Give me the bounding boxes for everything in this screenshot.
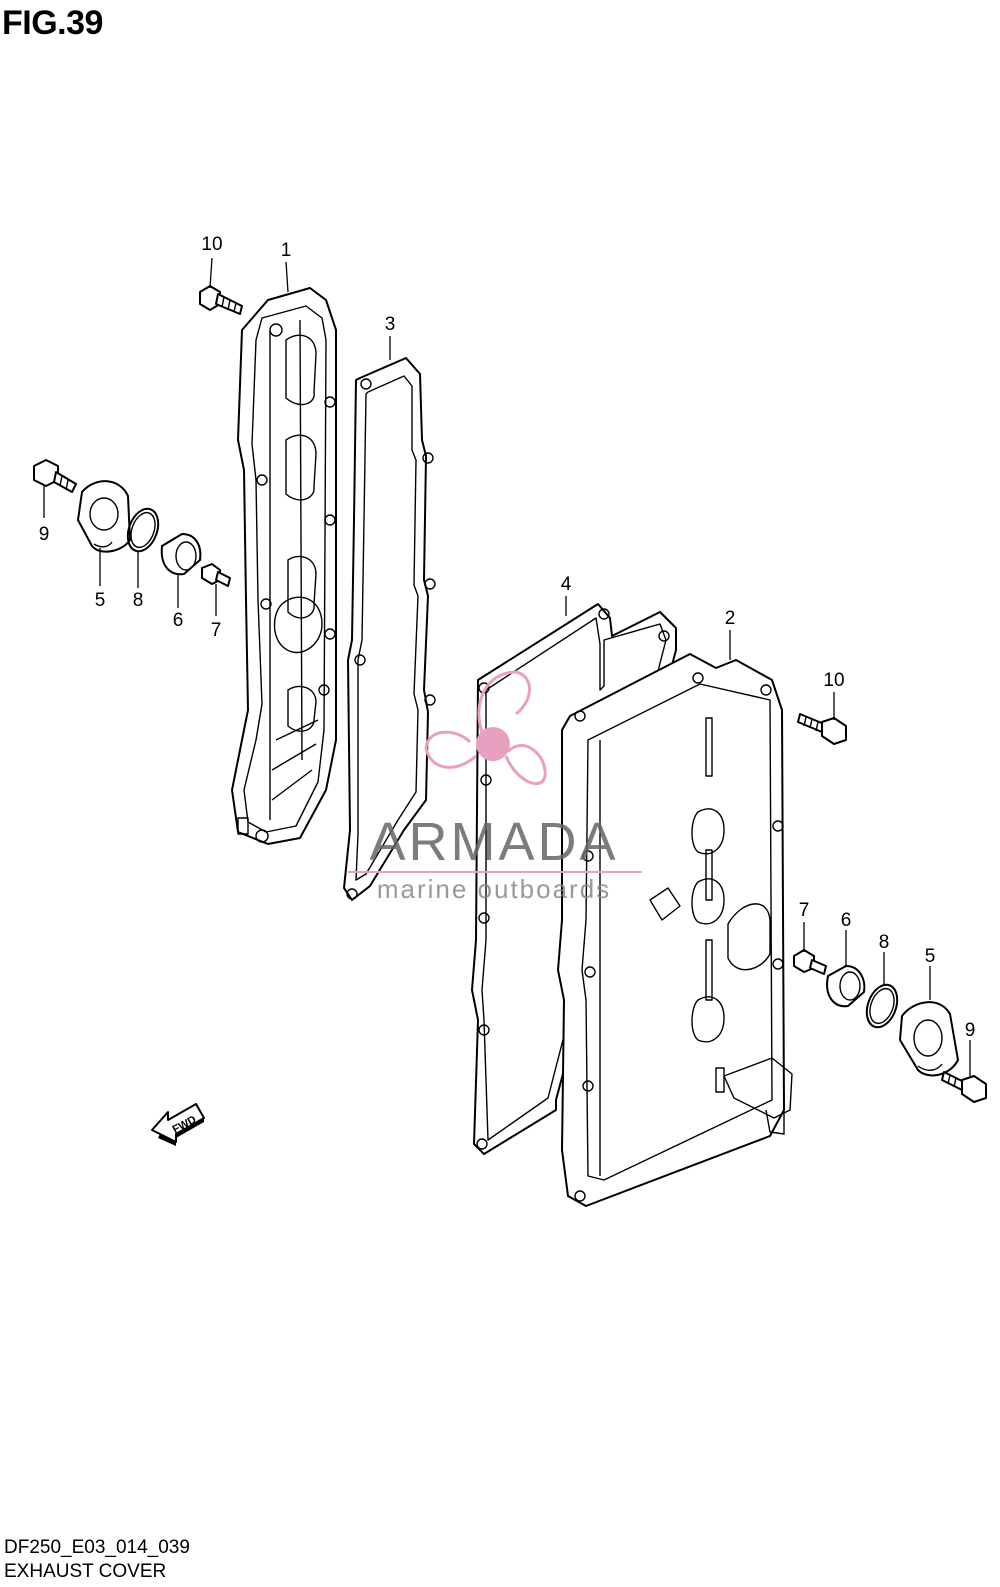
callout-2: 2 [725,608,736,629]
callout-10-left: 10 [201,234,222,255]
watermark: ARMADA marine outboards [348,670,642,904]
callout-5-right: 5 [925,946,936,967]
watermark-brand: ARMADA [369,812,618,872]
callout-7-right: 7 [799,900,810,921]
callout-10-right: 10 [823,670,844,691]
part-8-oring-left [126,507,160,553]
part-10-bolt-left [199,285,243,315]
leader-lines [43,257,971,1076]
part-9-bolt-left [33,459,77,493]
callout-6-left: 6 [173,610,184,631]
callout-3: 3 [385,314,396,335]
fwd-arrow-icon: FWD [151,1103,205,1146]
watermark-tagline: marine outboards [377,874,611,904]
figure-code: DF250_E03_014_039 [4,1537,190,1558]
callout-4: 4 [561,574,572,595]
callout-8-right: 8 [879,932,890,953]
part-7-bolt-left [201,563,231,587]
figure-name: EXHAUST COVER [4,1561,167,1582]
part-10-bolt-right [797,713,847,745]
part-5-cap-right [899,1001,959,1077]
figure-title: FIG.39 [2,4,103,42]
callout-9-right: 9 [965,1020,976,1041]
part-1-inner-cover [231,287,337,845]
part-7-bolt-right [793,949,827,975]
part-3-gasket [343,357,436,901]
part-4-gasket [471,603,677,1155]
part-6-collar-left [160,533,202,576]
part-6-collar-right [826,965,866,1008]
callout-5-left: 5 [95,590,106,611]
propeller-logo-icon [424,670,547,786]
callout-7-left: 7 [211,620,222,641]
callout-6-right: 6 [841,910,852,931]
callout-8-left: 8 [133,590,144,611]
callout-1: 1 [281,240,292,261]
part-2-outer-cover [557,653,793,1207]
part-8-oring-right [865,983,899,1029]
callout-9-left: 9 [39,524,50,545]
part-9-bolt-right [941,1071,987,1103]
part-5-cap-left [77,480,131,553]
